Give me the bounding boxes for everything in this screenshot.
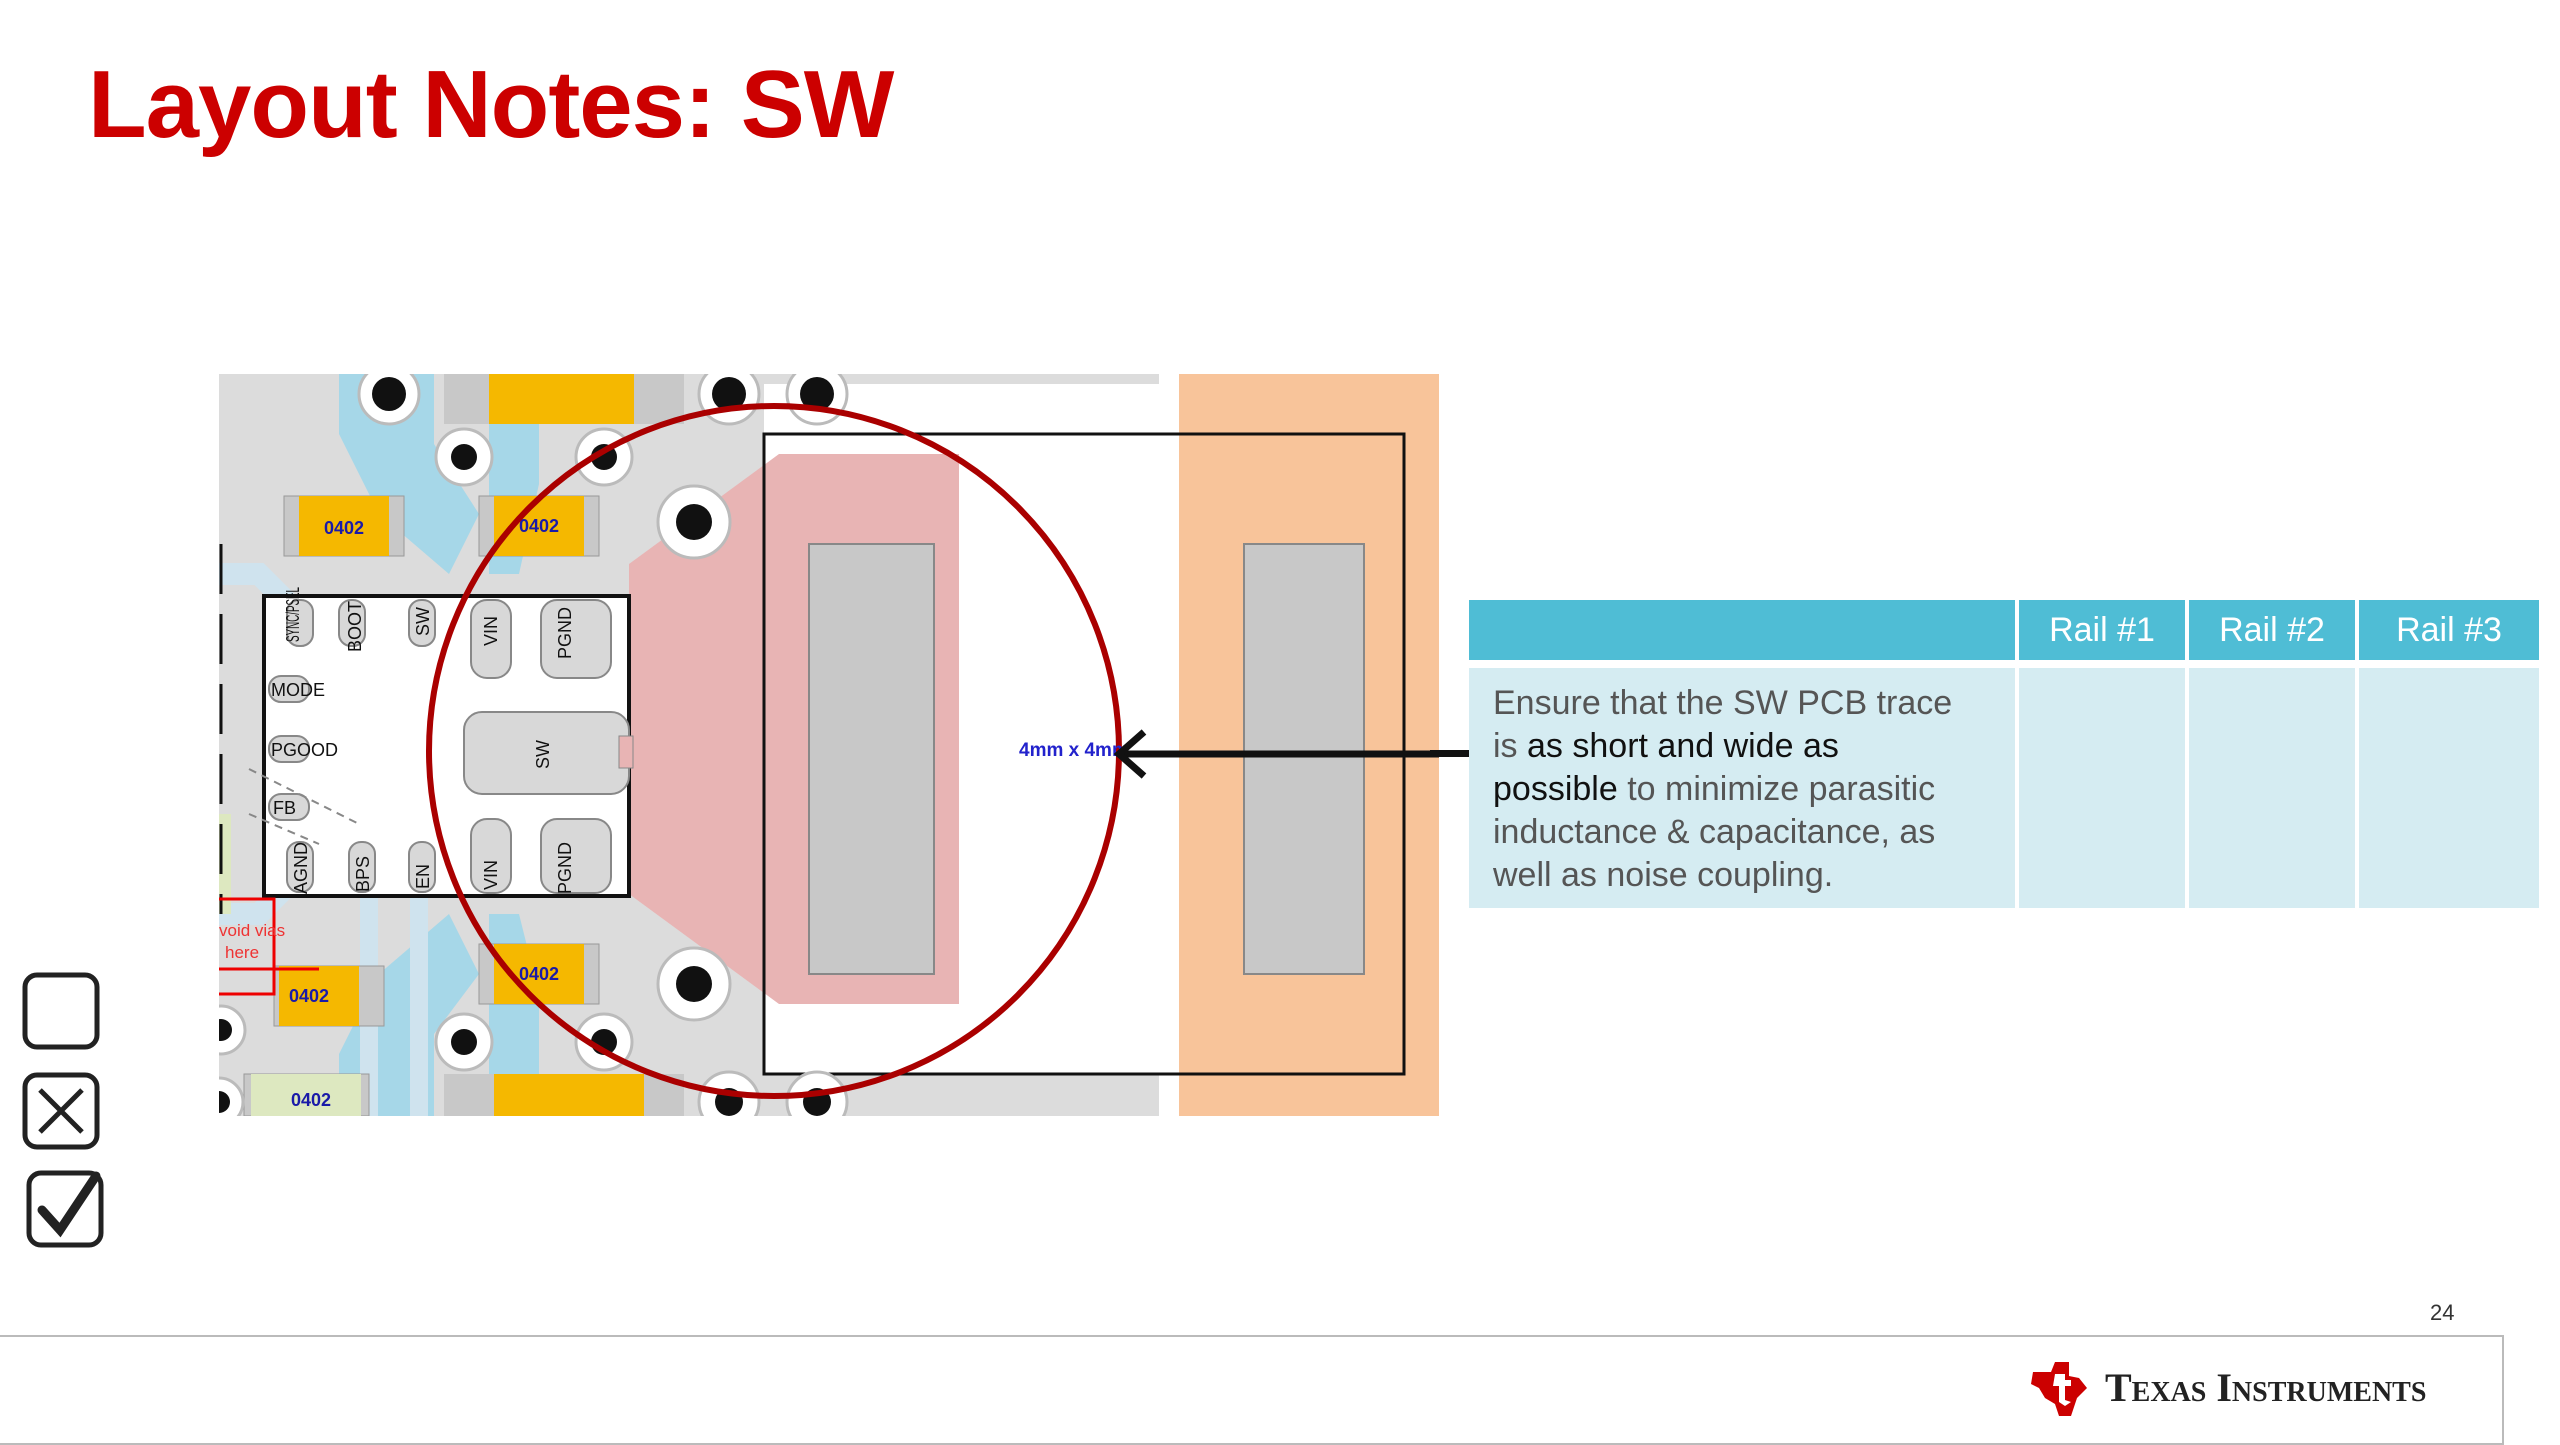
rail-2-cell[interactable] [2189,668,2355,908]
col-sep-3 [2355,600,2359,908]
cap-top-yellow [489,374,634,424]
pcb-layout-diagram: 0402 0402 0402 0402 0402 [219,374,1439,1116]
pin-label-fb: FB [273,798,296,818]
pin-label-pgnd-bottom: PGND [555,842,575,894]
x-checkbox-icon[interactable] [20,1070,102,1152]
rail-3-cell[interactable] [2359,668,2539,908]
header-rail-1: Rail #1 [2049,611,2155,649]
white-strip-top [764,374,1179,384]
cap-0402-a [299,496,389,556]
trace-blue-top [339,374,479,574]
rail-1-cell[interactable] [2019,668,2185,908]
pin-label-pgnd-top: PGND [555,607,575,659]
inductor-pad-left [808,543,935,975]
header-rail-3: Rail #3 [2396,611,2502,649]
page-number: 24 [2430,1300,2455,1325]
cap-0402-e [251,1074,361,1116]
note-text-before: Ensure that the SW PCB trace is [1493,684,1953,765]
pin-label-pgood: PGOOD [271,740,338,760]
white-gap [1159,374,1179,1116]
feedback-dashed [248,768,360,845]
header-rail-2: Rail #2 [2219,611,2325,649]
avoid-vias-text-1: void vias [219,921,285,940]
slide-title: Layout Notes: SW [88,51,894,158]
note-text-after: to minimize parasitic inductance & capac… [1493,770,1936,894]
pin-label-en: EN [413,864,433,889]
sw-pad-connector [618,735,634,769]
pin-label-agnd: AGND [291,842,311,894]
cap-bottom-yellow [494,1074,644,1116]
pointer-arrow-head [1113,729,1147,779]
notes-table: Rail #1 Rail #2 Rail #3 Ensure that the … [1469,600,2539,908]
note-text-emphasis: as short and wide as possible [1493,727,1839,808]
cap-label-b: 0402 [519,516,559,536]
col-sep-1 [2015,600,2019,908]
pin-label-boot: BOOT [345,601,365,652]
avoid-vias-box [219,897,276,996]
table-header-row [1469,600,2539,660]
dimension-text: 4mm x 4mm [1019,740,1129,761]
cap-label-a: 0402 [324,518,364,538]
empty-checkbox-icon[interactable] [20,970,102,1052]
pin-label-sw-top: SW [413,607,433,636]
pin-label-vin-bottom: VIN [481,860,501,890]
check-checkbox-icon[interactable] [24,1168,110,1254]
pin-label-mode: MODE [271,680,325,700]
arrow-bridge [1430,750,1470,757]
pin-label-sw-center: SW [533,740,553,769]
note-text: Ensure that the SW PCB trace is as short… [1493,682,1973,897]
pin-label-bps: BPS [353,856,373,892]
brand-name: Texas Instruments [2105,1365,2427,1410]
cap-label-d: 0402 [289,986,329,1006]
cap-label-c: 0402 [519,964,559,984]
cap-0402-d [279,966,359,1026]
cap-label-e: 0402 [291,1090,331,1110]
header-notes [1469,600,2015,660]
avoid-vias-text-2: here [225,943,259,962]
inductor-pad-right [1243,543,1365,975]
pin-label-vin-top: VIN [481,616,501,646]
pin-label-sync-psel: SYNC/PSEL [283,587,303,642]
footer [0,1335,2504,1445]
notes-cell [1469,668,2015,908]
col-sep-2 [2185,600,2189,908]
ti-logo-icon [2031,1362,2087,1416]
